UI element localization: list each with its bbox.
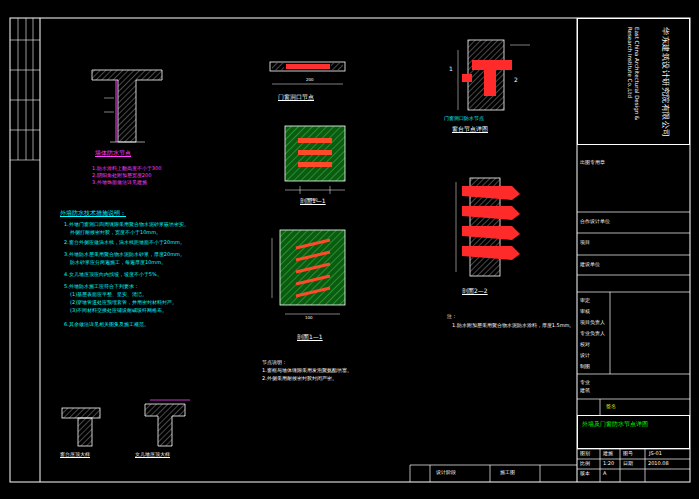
note-text: 6.其余做法详见相关图集及施工规范。 <box>64 322 149 328</box>
drawing-caption: 剖面1—1 <box>297 334 323 341</box>
note-text: 专业负责人 <box>580 331 605 337</box>
note-text: 4.女儿墙压顶应向内找坡，坡度不小于5%。 <box>64 272 162 278</box>
note-text: 图号 <box>623 451 633 457</box>
note-text: 建施 <box>603 451 613 457</box>
note-text: 设计 <box>580 353 590 359</box>
note-text: (1)基层表面应平整、坚实、清洁。 <box>70 292 147 298</box>
note-text: 建设单位 <box>580 262 600 268</box>
note-text: 100 <box>305 316 313 321</box>
note-text: 设计阶段 <box>436 470 456 476</box>
note-text: 制图 <box>580 364 590 370</box>
note-text: 图别 <box>580 451 590 457</box>
note-text: 审定 <box>580 298 590 304</box>
drawing-caption: 女儿墙压顶大样 <box>135 452 170 458</box>
note-text: (2)穿墙管道处应预埋套管，并用密封材料封严。 <box>70 300 177 306</box>
company-block: 华东建筑设计研究院有限公司 East China Architectural De… <box>577 18 690 145</box>
note-text: 3.外墙防水层采用聚合物水泥防水砂浆，厚度20mm。 <box>64 252 185 258</box>
note-text: 施工图 <box>500 470 515 476</box>
note-text: 签名 <box>606 404 616 410</box>
note-text: 专业 <box>580 380 590 386</box>
note-text: 建筑 <box>580 388 590 394</box>
note-text: 校对 <box>580 342 590 348</box>
note-text: 审核 <box>580 309 590 315</box>
note-text: 3.外墙饰面做法详见建施 <box>92 180 147 186</box>
note-text: 出图专用章 <box>580 160 605 166</box>
drawing-title-box: 外墙及门窗防水节点详图 <box>577 415 690 449</box>
note-text: 防水砂浆应分两遍施工，每遍厚度10mm。 <box>70 260 166 266</box>
note-text: 200 <box>306 78 314 83</box>
note-text: 比例 <box>580 461 590 467</box>
note-text: 2.窗台外侧应做滴水线，滴水线距墙面不小于20mm。 <box>64 240 185 246</box>
drawing-caption: 墙体防水节点 <box>95 150 131 157</box>
note-text: 1.窗框与墙体缝隙采用发泡聚氨酯填塞。 <box>262 368 352 374</box>
drawing-caption: 剖面2—2 <box>462 288 488 295</box>
drawing-title: 外墙及门窗防水节点详图 <box>582 420 687 427</box>
company-name: 华东建筑设计研究院有限公司 <box>660 27 670 139</box>
note-text: 1:20 <box>603 461 614 467</box>
note-text: 1.外墙门窗洞口四周缝隙采用聚合物水泥砂浆嵌填密实。 <box>64 222 189 228</box>
note-text: 2.阴阳角处附加层宽度200 <box>92 173 151 179</box>
drawing-caption: 窗台压顶大样 <box>60 452 90 458</box>
drawing-caption: 窗台节点详图 <box>452 126 488 133</box>
note-text: 门窗洞口防水节点 <box>444 116 484 122</box>
note-text: 合作设计单位 <box>580 219 610 225</box>
company-name-en: East China Architectural Design & Resear… <box>627 27 640 137</box>
drawing-caption: 门窗洞口节点 <box>278 94 314 101</box>
note-text: 1 <box>449 66 453 73</box>
note-text: 节点说明： <box>262 360 287 366</box>
note-text: A <box>603 471 606 477</box>
note-text: (3)不同材料交接处应铺设耐碱玻纤网格布。 <box>70 308 167 314</box>
drawing-caption: 外墙防水技术措施说明： <box>60 210 126 217</box>
note-text: 5.外墙防水施工应符合下列要求： <box>64 284 139 290</box>
note-text: 2.外侧采用耐候密封胶封闭严密。 <box>262 376 337 382</box>
note-text: 1.防水附加层采用聚合物水泥防水涂料，厚度1.5mm。 <box>452 323 574 329</box>
note-text: JS-01 <box>649 451 662 457</box>
note-text: 项目负责人 <box>580 320 605 326</box>
note-text: 日期 <box>623 461 633 467</box>
note-text: 外侧打耐候密封胶，宽度不小于10mm。 <box>70 230 161 236</box>
note-text: 2 <box>514 77 518 84</box>
note-text: 项目 <box>580 240 590 246</box>
note-text: 注： <box>447 314 457 320</box>
note-text: 版本 <box>580 471 590 477</box>
note-text: 1.防水涂料上翻高度不小于300 <box>92 166 161 172</box>
note-text: 2010.08 <box>648 461 669 467</box>
note-text: 300 <box>310 198 318 203</box>
